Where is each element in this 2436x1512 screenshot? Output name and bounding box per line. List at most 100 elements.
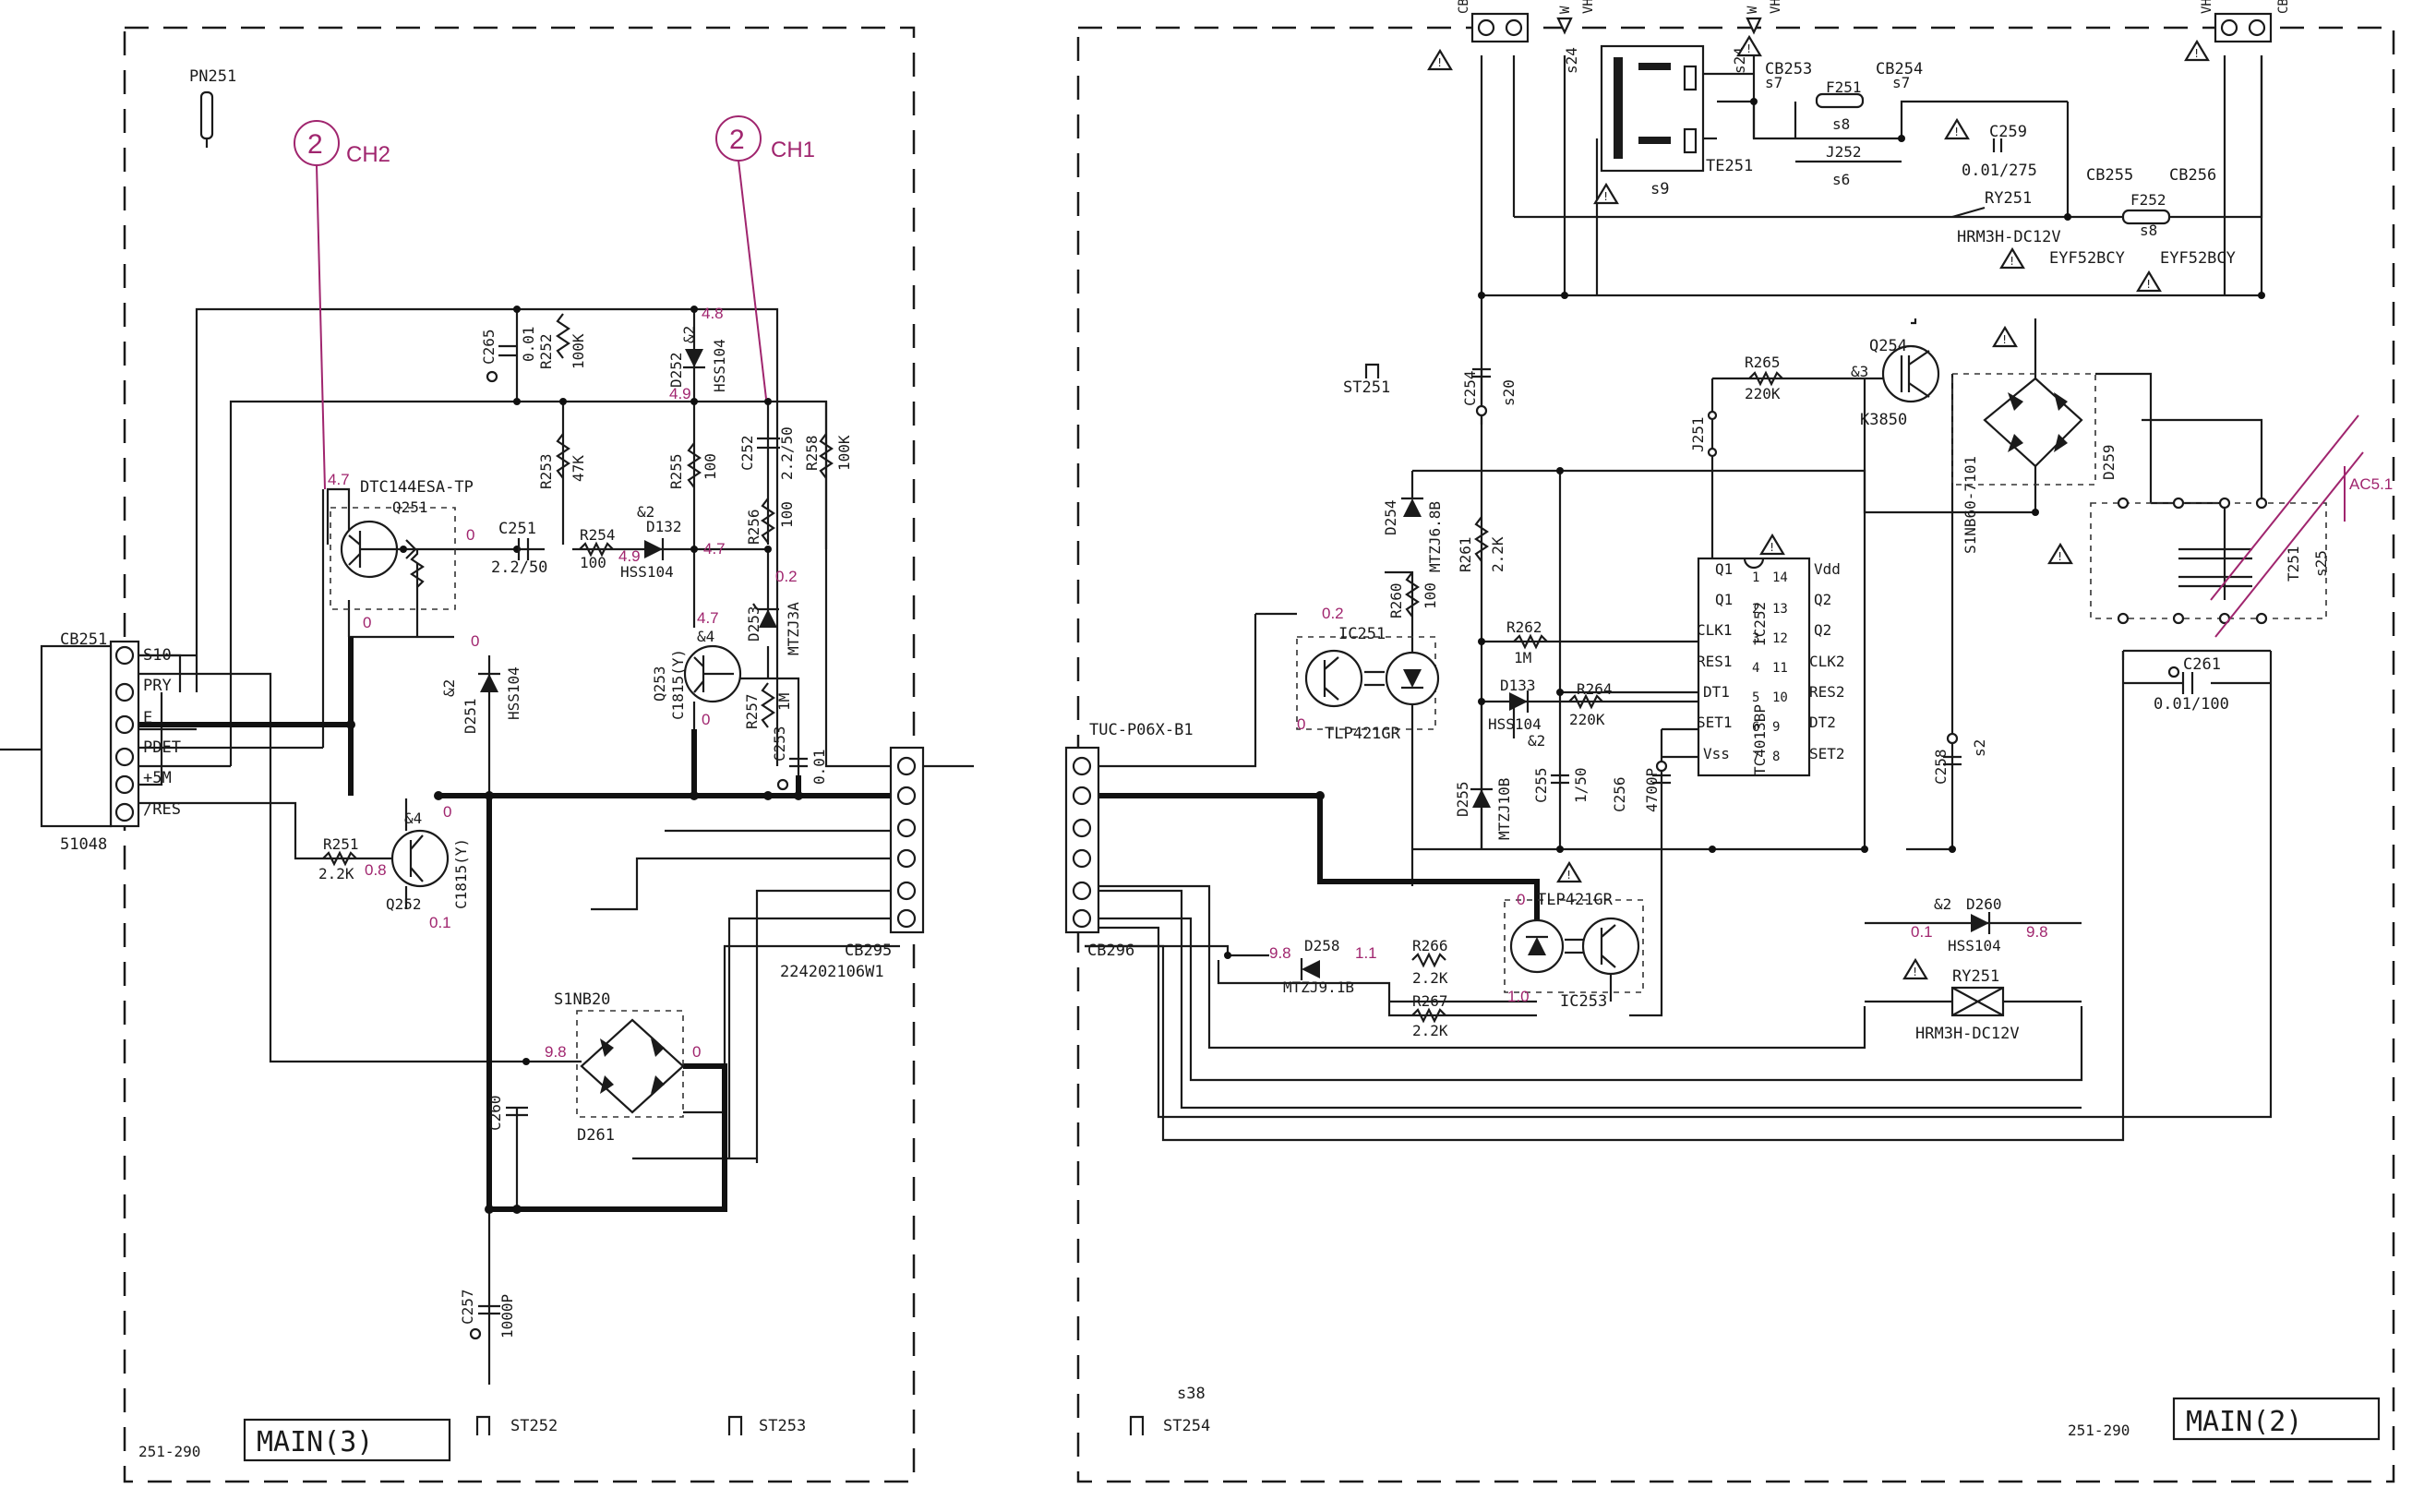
warning-icon: ! <box>1556 860 1582 883</box>
ic252-left-num-7: 7 <box>1752 750 1759 764</box>
st251-ref: ST251 <box>1343 378 1390 397</box>
voltage-0-8: 0.8 <box>365 861 387 879</box>
q253-ref: Q253 <box>651 666 668 702</box>
st253-ref: ST253 <box>759 1417 806 1435</box>
ic252-left-num-1: 1 <box>1752 570 1759 585</box>
r260-ref: R260 <box>1387 582 1405 618</box>
voltage-9-8a: 9.8 <box>545 1043 567 1061</box>
d252: D252 &2 HSS104 <box>667 326 728 392</box>
warning-icon: ! <box>1992 325 2018 348</box>
ry251-contact: RY251 HRM3H-DC12V <box>1951 189 2061 246</box>
te251-note: s9 <box>1650 180 1669 198</box>
main3-name: MAIN(3) <box>257 1426 373 1458</box>
d260: &2 D260 HSS104 <box>1934 895 2002 954</box>
voltage-1-1: 1.1 <box>1355 944 1377 962</box>
d251-val: HSS104 <box>505 666 522 720</box>
main2-code: 251-290 <box>2068 1422 2130 1439</box>
st252: ST252 <box>475 1415 558 1435</box>
ic252: IC252 TC4013BP Q1 Q1 CLK1 RES1 DT1 SET1 … <box>1697 557 1845 777</box>
t251-note: s25 <box>2312 550 2330 577</box>
d132-val: HSS104 <box>620 563 674 581</box>
r254: R254 100 <box>579 526 616 571</box>
r257-ref: R257 <box>743 693 761 729</box>
d260-mark: &2 <box>1934 895 1951 913</box>
c253: C253 0.01 <box>771 726 828 791</box>
cb251-pin-5: +5M <box>143 769 172 787</box>
r258-ref: R258 <box>803 435 821 471</box>
f252-val2: EYF52BCY <box>2160 249 2236 268</box>
c257-val: 1000P <box>498 1294 516 1338</box>
pn251: PN251 <box>189 67 236 148</box>
st252-ref: ST252 <box>510 1417 558 1435</box>
st254: ST254 s38 <box>1129 1385 1210 1435</box>
q253-mark: &4 <box>697 628 714 645</box>
d254: D254 MTZJ6.8B <box>1382 497 1444 572</box>
main2-label: MAIN(2) 251-290 <box>2068 1397 2381 1441</box>
warning-icon: ! <box>2047 542 2073 565</box>
ic252-right-num-6: 9 <box>1772 720 1780 735</box>
ic252-ref: IC252 <box>1751 602 1769 646</box>
ic252-right-num-3: 12 <box>1772 631 1788 646</box>
r255: R255 100 <box>667 442 719 489</box>
st251: ST251 <box>1343 363 1390 397</box>
cb296-ref: CB296 <box>1087 942 1134 960</box>
main3-frame <box>123 26 916 1483</box>
top-cb-right: CB <box>2276 0 2291 14</box>
c259: C259 0.01/275 <box>1962 123 2037 180</box>
warning-icon: ! <box>1427 48 1453 71</box>
j252-note: s6 <box>1832 171 1850 188</box>
r264: R264 220K <box>1568 680 1613 728</box>
voltage-4-9a: 4.9 <box>669 385 691 402</box>
r261: R261 2.2K <box>1457 516 1506 572</box>
c253-ref: C253 <box>771 726 788 762</box>
voltage-0e: 0 <box>443 803 451 821</box>
ic251-optocoupler: IC251 TLP421GR <box>1296 625 1440 743</box>
r261-val: 2.2K <box>1489 536 1506 572</box>
q253: &4 Q253 C1815(Y) <box>651 628 742 720</box>
c265-val: 0.01 <box>520 326 537 362</box>
c255: C255 1/50 <box>1532 767 1590 803</box>
cb255-ref: CB255 <box>2086 166 2133 185</box>
cb253-ref: CB253 <box>1765 60 1812 78</box>
voltage-0-2b: 0.2 <box>1322 605 1344 622</box>
c254: C254 s20 <box>1461 367 1518 417</box>
voltage-annotations: 4.8 4.9 4.7 0 0 4.9 4.7 0.2 4.7 0 0 0 0.… <box>328 305 2048 1061</box>
r256-val: 100 <box>778 501 796 528</box>
r252-ref: R252 <box>537 333 555 369</box>
ic252-left-num-6: 6 <box>1752 720 1759 735</box>
d133-mark: &2 <box>1528 732 1545 750</box>
probe-ch2: 2 CH2 <box>294 120 390 490</box>
r264-val: 220K <box>1569 711 1605 728</box>
ic252-left-pin-5: DT1 <box>1703 683 1730 701</box>
ic252-right-num-5: 10 <box>1772 690 1788 705</box>
ic252-left-pin-4: RES1 <box>1697 653 1733 670</box>
ic252-left-num-3: 3 <box>1752 631 1759 646</box>
r258-val: 100K <box>835 435 853 471</box>
s7b: s7 <box>1892 74 1910 91</box>
r251-ref: R251 <box>323 835 359 853</box>
c259-ref: C259 <box>1989 123 2027 141</box>
ic252-right-pin-7: SET2 <box>1809 745 1845 762</box>
probe-ch1: 2 CH1 <box>715 115 815 400</box>
q254: Q254 &3 K3850 <box>1851 337 1940 429</box>
r265-val: 220K <box>1745 385 1781 402</box>
cb251-pin-2: PRY <box>143 677 172 695</box>
voltage-0d: 0 <box>471 632 479 650</box>
ic252-right-pin-2: Q2 <box>1814 591 1831 608</box>
c260-ref: C260 <box>486 1095 504 1131</box>
ic252-left-pin-3: CLK1 <box>1697 621 1733 639</box>
r253: R253 47K <box>537 433 587 489</box>
q253-val: C1815(Y) <box>669 649 687 720</box>
r265: R265 220K <box>1745 354 1783 402</box>
voltage-4-7b: 4.7 <box>703 540 726 558</box>
c251-ref: C251 <box>498 520 536 538</box>
c259-val: 0.01/275 <box>1962 162 2037 180</box>
d133-ref: D133 <box>1500 677 1536 694</box>
voltage-0b: 0 <box>363 614 371 631</box>
warning-icon: ! <box>1736 34 1762 57</box>
ic252-right-pin-5: RES2 <box>1809 683 1845 701</box>
voltage-4-7c: 4.7 <box>697 609 719 627</box>
ic252-right-num-7: 8 <box>1772 750 1780 764</box>
st253: ST253 <box>727 1415 806 1435</box>
d251: &2 D251 HSS104 <box>440 666 522 734</box>
